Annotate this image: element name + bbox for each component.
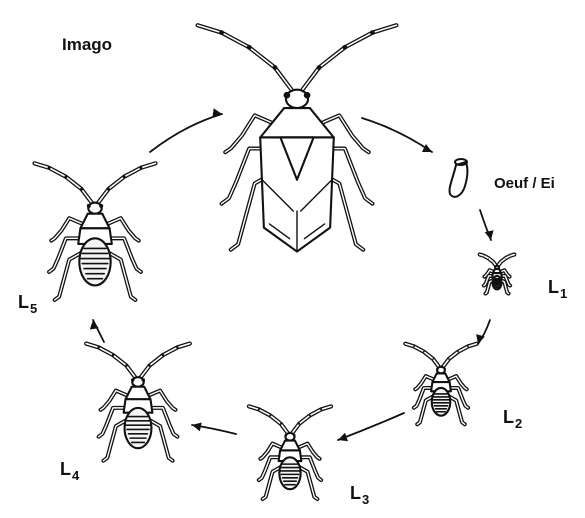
arrow-l1-to-l2 xyxy=(476,320,490,344)
egg-drawing xyxy=(450,159,468,197)
imago-insect xyxy=(198,25,397,251)
arrow-imago-to-egg xyxy=(362,118,432,152)
larva-3-label: L3 xyxy=(350,484,369,506)
larva-1-label: L1 xyxy=(548,278,567,300)
larva-2-insect xyxy=(405,344,476,425)
arrow-l4-to-l5 xyxy=(90,320,104,342)
arrow-l3-to-l4 xyxy=(192,422,236,434)
larva-2-label: L2 xyxy=(503,408,522,430)
larva-4-label: L4 xyxy=(60,460,79,482)
imago-label: Imago xyxy=(62,36,112,53)
larva-1-insect xyxy=(480,255,515,294)
arrow-l5-to-imago xyxy=(150,108,222,152)
egg-label: Oeuf / Ei xyxy=(494,176,555,191)
arrow-egg-to-l1 xyxy=(480,210,494,240)
arrow-l2-to-l3 xyxy=(338,413,404,441)
larva-3-insect xyxy=(249,406,331,499)
larva-4-insect xyxy=(86,344,190,461)
larva-5-insect xyxy=(35,163,156,300)
larva-5-label: L5 xyxy=(18,293,37,315)
